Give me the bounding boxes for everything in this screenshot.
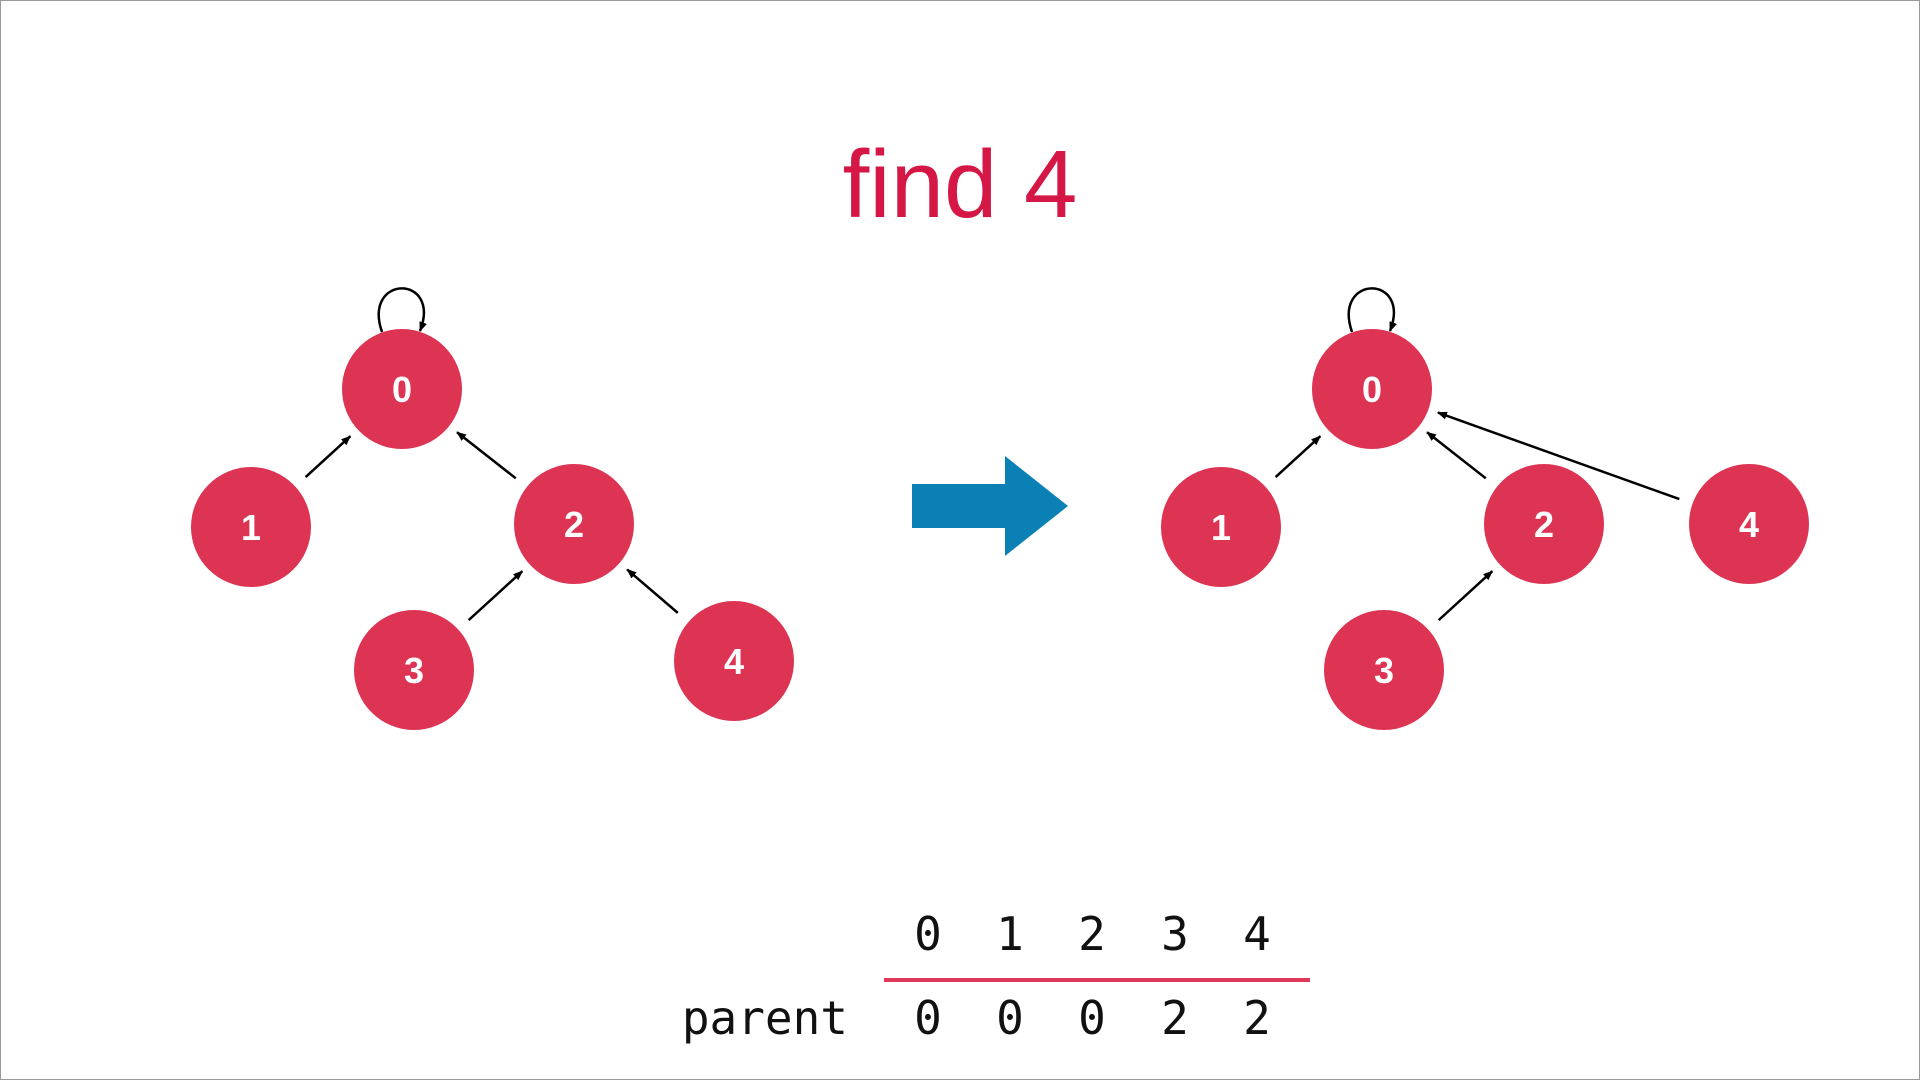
edge-arrow-3-to-2 xyxy=(1437,570,1494,622)
node-circle-4 xyxy=(1689,464,1809,584)
node-label-2: 2 xyxy=(1534,504,1554,545)
node-4: 4 xyxy=(674,601,794,721)
node-label-1: 1 xyxy=(1211,507,1231,548)
parent-value-cell-0: 0 xyxy=(914,991,942,1045)
node-label-0: 0 xyxy=(1362,369,1382,410)
node-circle-0 xyxy=(342,329,462,449)
node-label-3: 3 xyxy=(404,650,424,691)
parent-value-cell-2: 0 xyxy=(1078,991,1106,1045)
parent-value-cell-3: 2 xyxy=(1161,991,1189,1045)
node-0: 0 xyxy=(342,329,462,449)
edge-arrow-2-to-0 xyxy=(1426,431,1487,480)
edge-arrow-4-to-0 xyxy=(1436,411,1680,501)
index-cell-4: 4 xyxy=(1243,907,1271,961)
node-circle-1 xyxy=(191,467,311,587)
node-3: 3 xyxy=(1324,610,1444,730)
node-circle-4 xyxy=(674,601,794,721)
self-loop-arrow-0 xyxy=(377,287,427,333)
after-tree: 0 1 2 3 4 xyxy=(1161,287,1809,730)
transition-arrow-icon xyxy=(912,456,1068,556)
parent-value-cell-1: 0 xyxy=(996,991,1024,1045)
node-3: 3 xyxy=(354,610,474,730)
node-label-3: 3 xyxy=(1374,650,1394,691)
node-2: 2 xyxy=(1484,464,1604,584)
node-circle-2 xyxy=(1484,464,1604,584)
slide-title: find 4 xyxy=(842,131,1078,238)
node-4: 4 xyxy=(1689,464,1809,584)
node-label-1: 1 xyxy=(241,507,261,548)
self-loop-arrow-0 xyxy=(1347,287,1397,333)
edge-arrow-1-to-0 xyxy=(1274,435,1322,479)
node-circle-0 xyxy=(1312,329,1432,449)
node-circle-3 xyxy=(1324,610,1444,730)
index-cell-1: 1 xyxy=(996,907,1024,961)
node-label-4: 4 xyxy=(1739,504,1759,545)
node-1: 1 xyxy=(191,467,311,587)
node-label-0: 0 xyxy=(392,369,412,410)
parent-value-cell-4: 2 xyxy=(1243,991,1271,1045)
node-label-4: 4 xyxy=(724,641,744,682)
edge-arrow-2-to-0 xyxy=(456,431,517,480)
edge-arrow-4-to-2 xyxy=(626,568,679,614)
index-cell-2: 2 xyxy=(1078,907,1106,961)
node-circle-1 xyxy=(1161,467,1281,587)
node-circle-3 xyxy=(354,610,474,730)
node-label-2: 2 xyxy=(564,504,584,545)
node-circle-2 xyxy=(514,464,634,584)
row-label-parent: parent xyxy=(682,991,848,1045)
node-0: 0 xyxy=(1312,329,1432,449)
node-1: 1 xyxy=(1161,467,1281,587)
index-cell-0: 0 xyxy=(914,907,942,961)
edge-arrow-3-to-2 xyxy=(467,570,524,622)
before-tree: 0 1 2 3 4 xyxy=(191,287,794,730)
edge-arrow-1-to-0 xyxy=(304,435,352,479)
node-2: 2 xyxy=(514,464,634,584)
index-cell-3: 3 xyxy=(1161,907,1189,961)
